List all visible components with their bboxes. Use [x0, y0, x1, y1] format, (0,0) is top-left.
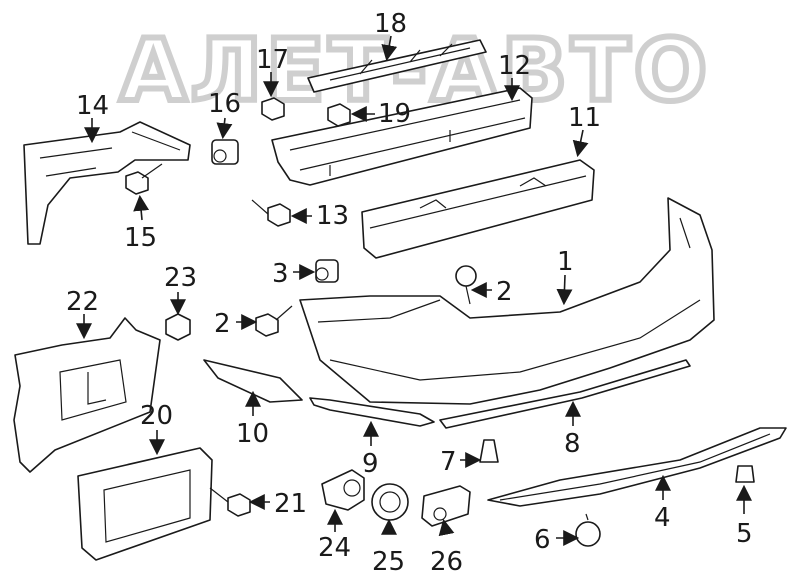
callout-17: 17 — [256, 45, 289, 75]
callout-15: 15 — [124, 223, 157, 253]
watermark-text: АЛЕТ-АВТО — [120, 21, 711, 121]
part-22-bracket — [13, 317, 161, 473]
callout-12: 12 — [498, 51, 531, 81]
callout-20: 20 — [140, 401, 173, 431]
part-9-moulding — [309, 397, 435, 427]
part-17-nut — [261, 97, 285, 121]
callout-10: 10 — [236, 419, 269, 449]
callout-22: 22 — [66, 287, 99, 317]
part-5-clip — [735, 465, 755, 483]
callout-5: 5 — [736, 519, 753, 549]
callout-14: 14 — [76, 91, 109, 121]
callout-8: 8 — [564, 429, 581, 459]
part-10-reflector — [203, 359, 303, 403]
callout-16: 16 — [208, 89, 241, 119]
part-4-lower-spoiler — [487, 427, 787, 507]
callout-21: 21 — [274, 489, 307, 519]
part-24-sensor — [321, 469, 365, 511]
part-15-bolt — [125, 163, 163, 195]
callout-7: 7 — [440, 447, 457, 477]
callout-1: 1 — [557, 247, 574, 277]
part-2b-bolt — [255, 305, 293, 337]
part-23-nut — [165, 313, 191, 341]
callout-25: 25 — [372, 547, 405, 577]
callout-18: 18 — [374, 9, 407, 39]
callout-19: 19 — [378, 99, 411, 129]
part-11-absorber — [361, 159, 595, 259]
callout-2-lower: 2 — [214, 309, 231, 339]
part-14-side-bracket — [23, 121, 191, 245]
part-12-impact-bar — [271, 87, 533, 186]
part-20-module — [77, 447, 213, 561]
callout-13: 13 — [316, 201, 349, 231]
part-1-bumper-cover — [299, 197, 715, 405]
callout-23: 23 — [164, 263, 197, 293]
part-7-clip — [479, 439, 499, 463]
callout-9: 9 — [362, 449, 379, 479]
part-26-sensor-bracket — [421, 485, 471, 527]
part-13-bolt — [251, 199, 291, 227]
callout-11: 11 — [568, 103, 601, 133]
callout-24: 24 — [318, 533, 351, 563]
callout-26: 26 — [430, 547, 463, 577]
part-16-clip — [211, 139, 239, 165]
callout-4: 4 — [654, 503, 671, 533]
callout-2-upper: 2 — [496, 277, 513, 307]
callout-3: 3 — [272, 259, 289, 289]
part-25-sensor-ring — [371, 483, 409, 521]
part-6-screw — [575, 513, 601, 547]
part-3-clip — [315, 259, 339, 283]
part-21-bolt — [209, 487, 251, 517]
part-19-nut — [327, 103, 351, 127]
part-2a-bolt — [455, 265, 477, 305]
part-18-bar — [307, 39, 487, 93]
part-8-moulding — [439, 359, 691, 429]
callout-6: 6 — [534, 525, 551, 555]
